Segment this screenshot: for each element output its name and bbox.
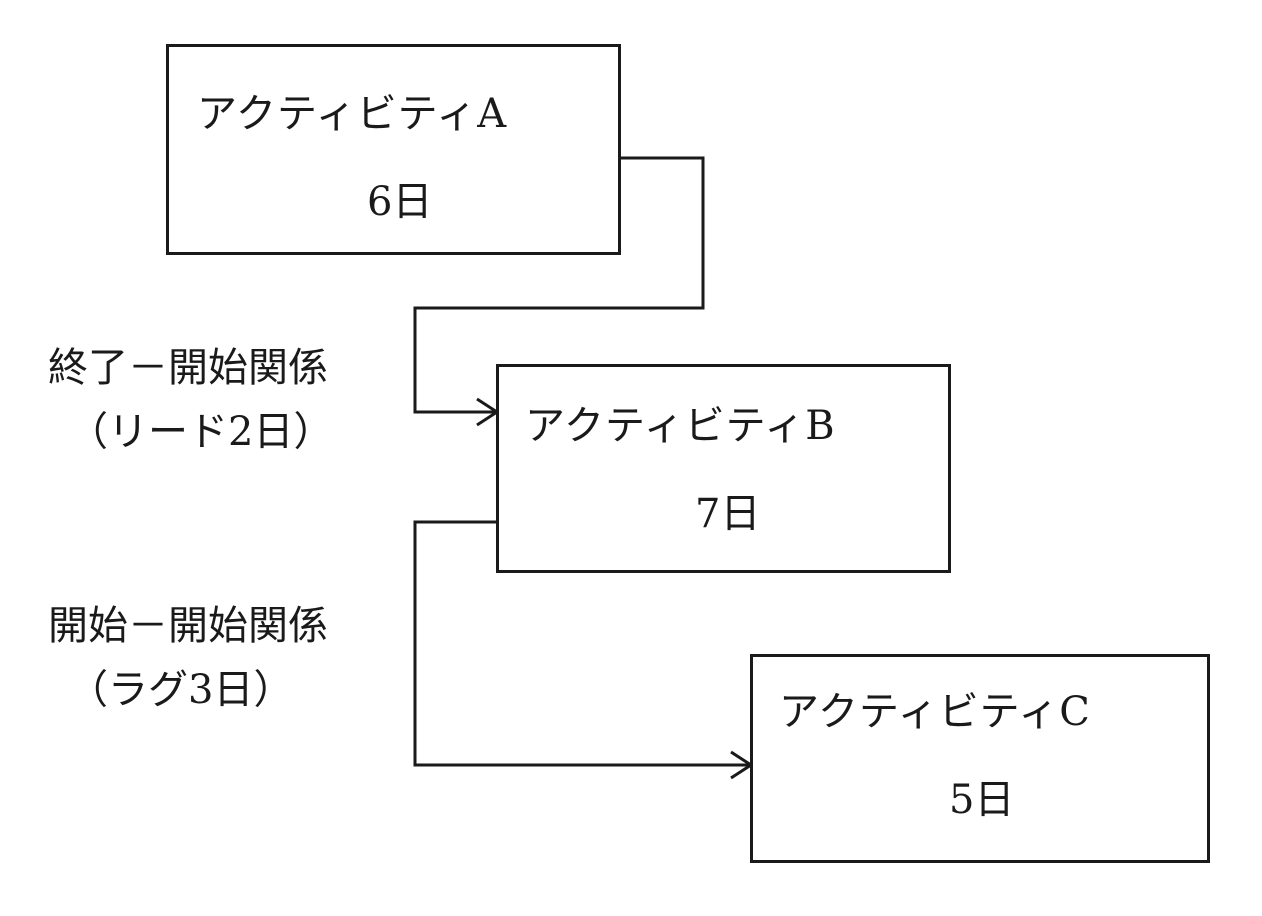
- relation-detail: （ラグ3日）: [68, 667, 294, 713]
- activity-a-box: アクティビティA 6日: [166, 44, 621, 255]
- activity-c-box: アクティビティC 5日: [750, 654, 1210, 863]
- activity-b-name: アクティビティB: [525, 403, 836, 449]
- activity-c-name: アクティビティC: [779, 689, 1091, 735]
- relation-label-start-start: 開始－開始関係 （ラグ3日）: [48, 594, 328, 722]
- connector-a-to-b: [413, 156, 705, 414]
- relation-type: 終了－開始関係: [48, 345, 328, 391]
- activity-b-box: アクティビティB 7日: [496, 364, 951, 573]
- activity-a-name: アクティビティA: [197, 91, 508, 137]
- relation-type: 開始－開始関係: [48, 603, 328, 649]
- connector-b-to-c: [413, 520, 751, 767]
- activity-b-duration: 7日: [695, 491, 761, 537]
- relation-label-finish-start: 終了－開始関係 （リード2日）: [48, 336, 333, 464]
- activity-c-duration: 5日: [949, 777, 1015, 823]
- relation-detail: （リード2日）: [68, 409, 334, 455]
- activity-a-duration: 6日: [367, 179, 433, 225]
